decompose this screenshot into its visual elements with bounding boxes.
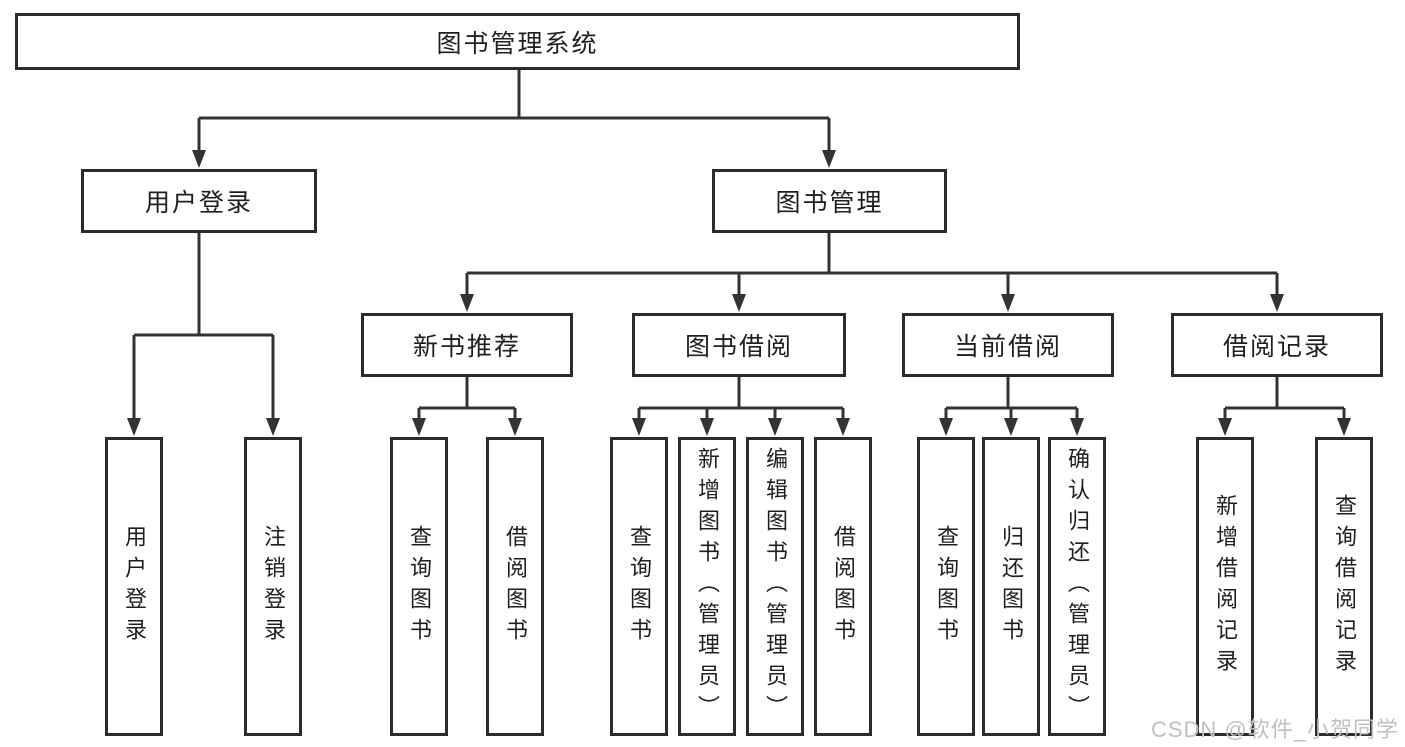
connector-currentborrow-to-leaves — [939, 377, 1084, 436]
leaf-query-books-borrowing: 查询图书 — [610, 437, 668, 736]
leaf-confirm-return-admin: 确认归还（管理员） — [1048, 437, 1106, 736]
leaf-label: 查询图书 — [407, 524, 432, 649]
leaf-return-books: 归还图书 — [982, 437, 1040, 736]
leaf-label: 查询借阅记录 — [1332, 493, 1357, 680]
leaf-borrow-books-recommendation: 借阅图书 — [486, 437, 544, 736]
leaf-label: 归还图书 — [999, 524, 1024, 649]
leaf-logout: 注销登录 — [244, 437, 302, 736]
node-current-borrowing: 当前借阅 — [902, 313, 1114, 377]
leaf-edit-books-admin: 编辑图书（管理员） — [746, 437, 804, 736]
connector-borrowrecords-to-leaves — [1218, 377, 1351, 436]
leaf-label: 编辑图书（管理员） — [763, 447, 788, 726]
node-label: 用户登录 — [144, 189, 253, 217]
node-borrowing-records: 借阅记录 — [1171, 313, 1383, 377]
leaf-label: 用户登录 — [122, 524, 147, 649]
leaf-label: 借阅图书 — [503, 524, 528, 649]
node-library-management-system: 图书管理系统 — [15, 13, 1020, 70]
node-book-borrowing: 图书借阅 — [632, 313, 846, 377]
node-new-book-recommendation: 新书推荐 — [361, 313, 573, 377]
connector-bookmgmt-to-level3 — [460, 233, 1284, 312]
node-label: 当前借阅 — [953, 333, 1062, 361]
connector-bookborrow-to-leaves — [632, 377, 850, 436]
csdn-watermark: CSDN @软件_小贺同学 — [1150, 717, 1399, 742]
leaf-query-books-current: 查询图书 — [917, 437, 975, 736]
leaf-borrow-books: 借阅图书 — [814, 437, 872, 736]
leaf-label: 借阅图书 — [831, 524, 856, 649]
node-label: 新书推荐 — [412, 333, 521, 361]
leaf-label: 查询图书 — [627, 524, 652, 649]
leaf-query-borrow-record: 查询借阅记录 — [1315, 437, 1373, 736]
leaf-add-borrow-record: 新增借阅记录 — [1196, 437, 1254, 736]
connector-userlogin-to-leaves — [127, 233, 280, 436]
leaf-label: 新增图书（管理员） — [695, 447, 720, 726]
leaf-label: 注销登录 — [261, 524, 286, 649]
connector-newbookrec-to-leaves — [412, 377, 522, 436]
leaf-label: 确认归还（管理员） — [1065, 447, 1090, 726]
leaf-user-login: 用户登录 — [105, 437, 163, 736]
node-label: 图书借阅 — [684, 333, 793, 361]
node-book-management: 图书管理 — [712, 169, 947, 233]
connector-root-to-level2 — [192, 70, 836, 168]
leaf-label: 查询图书 — [934, 524, 959, 649]
node-user-login: 用户登录 — [81, 169, 317, 233]
node-label: 图书管理 — [775, 189, 884, 217]
node-label: 借阅记录 — [1222, 333, 1331, 361]
leaf-add-books-admin: 新增图书（管理员） — [678, 437, 736, 736]
node-label: 图书管理系统 — [436, 29, 599, 58]
leaf-query-books-recommendation: 查询图书 — [390, 437, 448, 736]
leaf-label: 新增借阅记录 — [1213, 493, 1238, 680]
